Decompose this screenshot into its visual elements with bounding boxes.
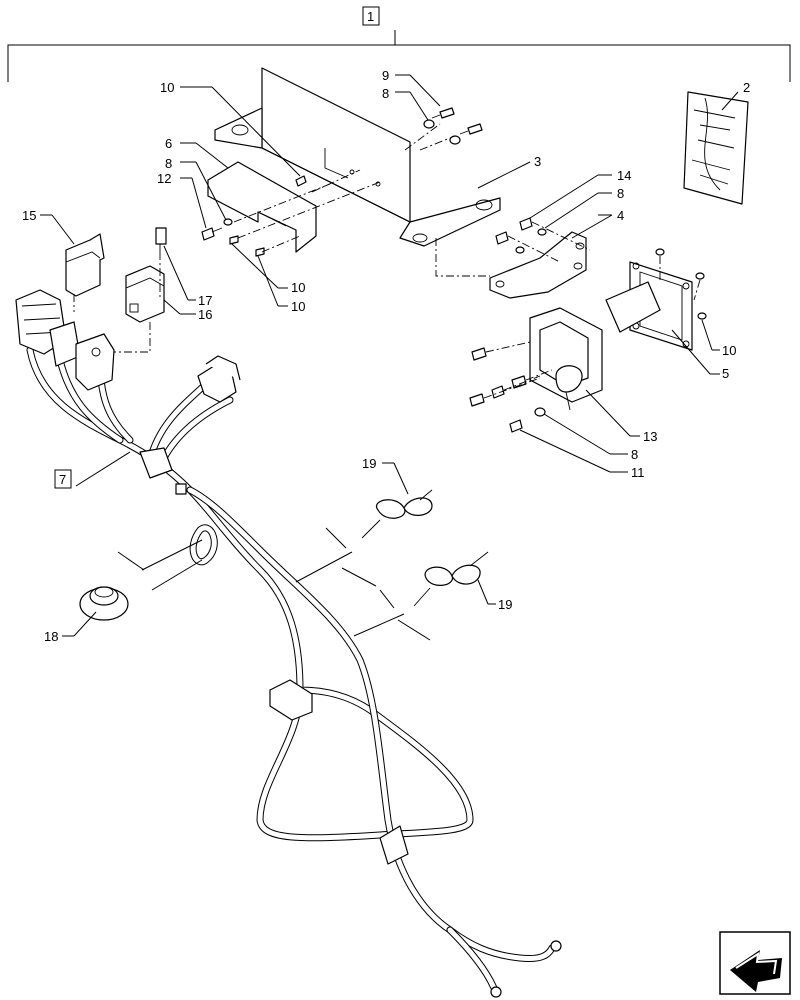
callout-18[interactable]: 18 [44, 629, 58, 644]
callout-8-left[interactable]: 8 [165, 156, 172, 171]
callout-10-right[interactable]: 10 [722, 343, 736, 358]
connector-bracket [489, 231, 587, 299]
callout-3[interactable]: 3 [534, 154, 541, 169]
bracket-cover [207, 161, 317, 253]
callout-12[interactable]: 12 [157, 171, 171, 186]
callout-14[interactable]: 14 [617, 168, 631, 183]
mount-plate [605, 261, 693, 351]
callout-2[interactable]: 2 [743, 80, 750, 95]
wiring-harness [15, 289, 562, 998]
callout-7[interactable]: 7 [59, 472, 66, 487]
manual-bag [683, 91, 749, 205]
navigation-arrow-icon[interactable] [719, 931, 791, 995]
callout-10-a[interactable]: 10 [291, 280, 305, 295]
callout-8-bottom[interactable]: 8 [631, 447, 638, 462]
assembly-bracket [7, 6, 791, 82]
callout-16[interactable]: 16 [198, 307, 212, 322]
cable-tie-a [361, 489, 433, 539]
callout-10-b[interactable]: 10 [291, 299, 305, 314]
relay-with-bracket [65, 233, 105, 297]
callout-4[interactable]: 4 [617, 208, 624, 223]
grommet [79, 586, 129, 621]
callout-1[interactable]: 1 [367, 9, 374, 24]
callout-8-top[interactable]: 8 [382, 86, 389, 101]
relay [125, 265, 165, 323]
callout-13[interactable]: 13 [643, 429, 657, 444]
callout-17[interactable]: 17 [198, 293, 212, 308]
callout-19-right[interactable]: 19 [498, 597, 512, 612]
cable-tie-b [413, 551, 489, 607]
callout-19-top[interactable]: 19 [362, 456, 376, 471]
callout-6[interactable]: 6 [165, 136, 172, 151]
screws-nuts-top [201, 107, 483, 257]
callout-11[interactable]: 11 [631, 465, 645, 480]
trailer-socket [529, 307, 603, 411]
callout-9[interactable]: 9 [382, 68, 389, 83]
callout-5[interactable]: 5 [722, 366, 729, 381]
callout-15[interactable]: 15 [22, 208, 36, 223]
callout-10-top[interactable]: 10 [160, 80, 174, 95]
mounting-bracket [214, 67, 501, 247]
fuse-connector [155, 227, 167, 252]
section-break-marks [117, 527, 431, 641]
callout-8-right[interactable]: 8 [617, 186, 624, 201]
